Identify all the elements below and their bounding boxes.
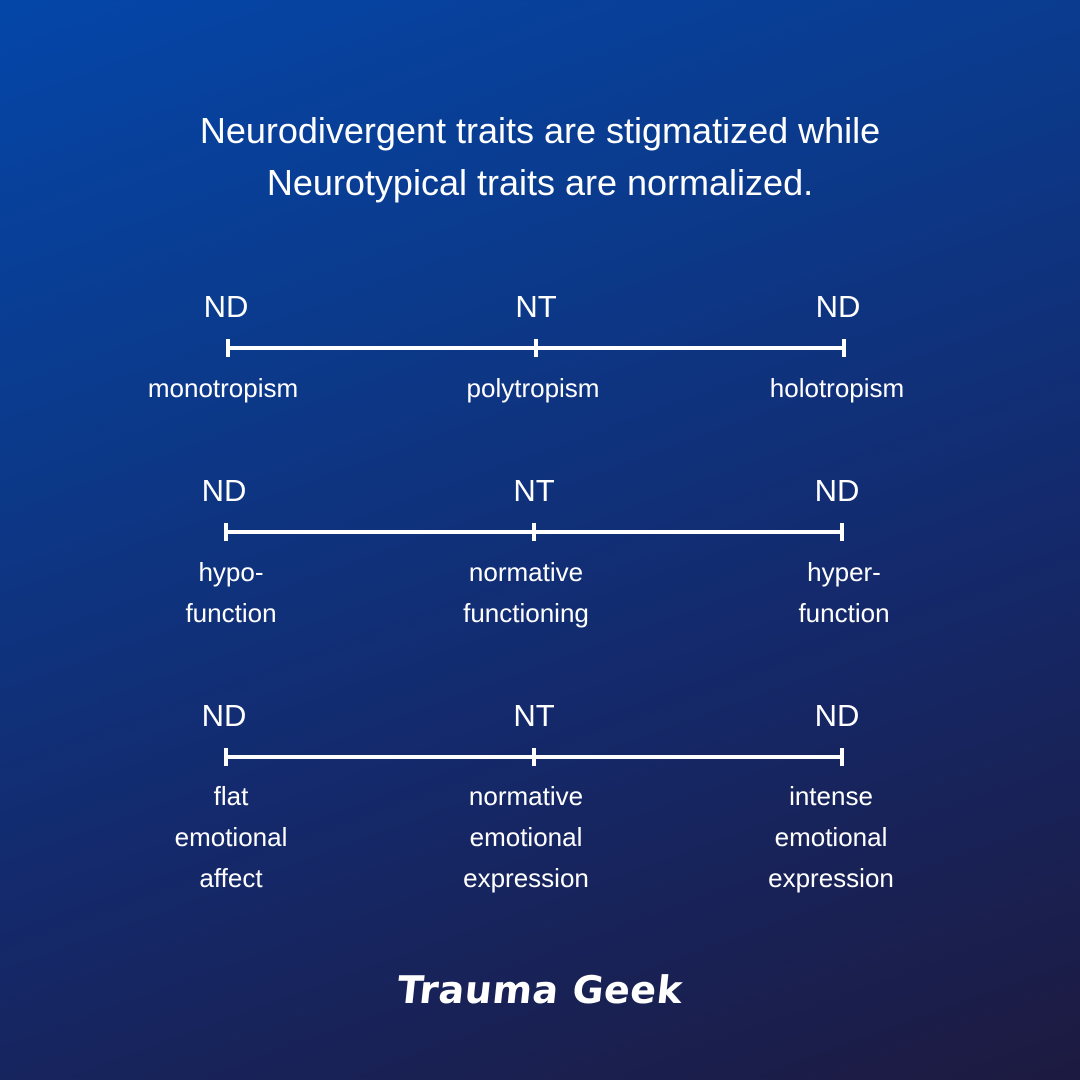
spectrum-2-right-head: ND xyxy=(814,473,860,508)
spectrum-1-left-label: monotropism xyxy=(148,368,298,409)
spectrum-3-right-label-line: intense xyxy=(789,781,873,811)
spectrum-3-center-label-line: expression xyxy=(463,863,589,893)
brand-logo-text: Trauma Geek xyxy=(395,968,685,1012)
spectrum-3-left-label-line: flat xyxy=(213,781,249,811)
spectrum-2-left-label-line: function xyxy=(185,598,277,628)
spectrum-1-right-head: ND xyxy=(815,289,861,324)
spectrum-1-right-label-line: holotropism xyxy=(769,373,905,403)
spectrum-1-right-label: holotropism xyxy=(770,368,904,409)
spectrum-3-center-head: NT xyxy=(513,698,555,733)
spectrum-2-tick-right xyxy=(840,523,844,541)
spectrum-1-center-label: polytropism xyxy=(467,368,600,409)
spectrum-1-left-head: ND xyxy=(203,289,249,324)
spectrum-3-center-label-line: normative xyxy=(468,781,584,811)
spectrum-3-right-head: ND xyxy=(814,698,860,733)
spectrum-2-left-label-line: hypo- xyxy=(198,557,264,587)
title-line-2: Neurotypical traits are normalized. xyxy=(266,162,814,203)
spectrum-2-center-head: NT xyxy=(513,473,555,508)
spectrum-2-right-label: hyper- function xyxy=(798,552,889,634)
spectrum-3-left-head: ND xyxy=(201,698,247,733)
spectrum-2-center-label: normative functioning xyxy=(463,552,589,634)
spectrum-1-tick-left xyxy=(226,339,230,357)
spectrum-1-tick-right xyxy=(842,339,846,357)
spectrum-3-center-label: normative emotional expression xyxy=(463,776,589,899)
spectrum-1-center-head: NT xyxy=(515,289,557,324)
spectrum-3-tick-left xyxy=(224,748,228,766)
spectrum-3-left-label-line: emotional xyxy=(174,822,288,852)
spectrum-3-left-label-line: affect xyxy=(199,863,263,893)
spectrum-2-right-label-line: function xyxy=(798,598,890,628)
spectrum-3-right-label: intense emotional expression xyxy=(768,776,894,899)
spectrum-1-center-label-line: polytropism xyxy=(466,373,600,403)
spectrum-2-tick-left xyxy=(224,523,228,541)
spectrum-2-right-label-line: hyper- xyxy=(807,557,881,587)
spectrum-3-left-label: flat emotional affect xyxy=(175,776,288,899)
spectrum-3-right-label-line: emotional xyxy=(774,822,888,852)
spectrum-2-center-label-line: normative xyxy=(468,557,584,587)
spectrum-3-tick-center xyxy=(532,748,536,766)
spectrum-2-center-label-line: functioning xyxy=(463,598,589,628)
spectrum-3-tick-right xyxy=(840,748,844,766)
spectrum-2-left-label: hypo- function xyxy=(185,552,276,634)
spectrum-1-left-label-line: monotropism xyxy=(147,373,299,403)
spectrum-2-tick-center xyxy=(532,523,536,541)
spectrum-2-left-head: ND xyxy=(201,473,247,508)
spectrum-3-center-label-line: emotional xyxy=(469,822,583,852)
spectrum-1-tick-center xyxy=(534,339,538,357)
title-line-1: Neurodivergent traits are stigmatized wh… xyxy=(199,110,881,151)
spectrum-3-right-label-line: expression xyxy=(768,863,894,893)
